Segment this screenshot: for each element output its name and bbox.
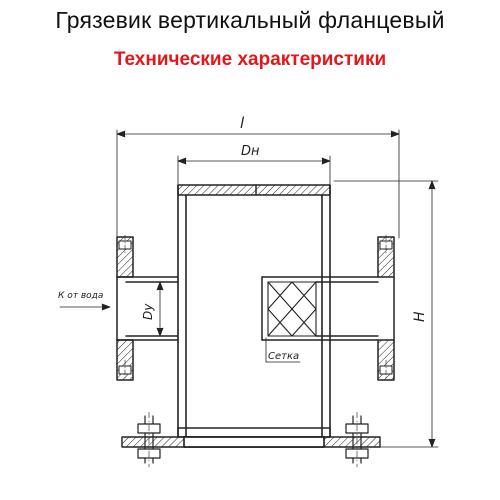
- label-overall-length: l: [240, 114, 245, 132]
- top-cover: [177, 184, 331, 196]
- inlet-flow-arrow: [59, 303, 111, 311]
- label-height: H: [412, 311, 428, 322]
- vessel-body: [177, 184, 331, 438]
- label-mesh: Сетка: [268, 351, 299, 362]
- outlet-nozzle: [261, 276, 379, 341]
- page-subtitle: Технические характеристики: [113, 49, 387, 70]
- dimension-height: [333, 180, 439, 448]
- bolt-right-bottom: [345, 411, 369, 468]
- bottom-flange: [121, 427, 381, 448]
- page-title: Грязевик вертикальный фланцевый: [55, 7, 445, 33]
- label-inner-diameter: Dу: [141, 303, 155, 320]
- bolt-left-bottom: [137, 411, 161, 468]
- outlet-flange-bolts: [379, 234, 393, 381]
- label-inlet: К от вода: [58, 291, 103, 301]
- dimension-inner-diameter: [156, 281, 164, 337]
- dimension-overall-length: [116, 129, 400, 239]
- mesh-filter: [267, 281, 317, 337]
- dimension-nominal-diameter: [177, 155, 331, 185]
- inlet-flange: [116, 236, 134, 381]
- mesh-leader: [265, 337, 301, 363]
- label-nominal-diameter: Dн: [241, 144, 260, 159]
- outlet-flange: [377, 236, 395, 381]
- inlet-flange-bolts: [118, 234, 132, 381]
